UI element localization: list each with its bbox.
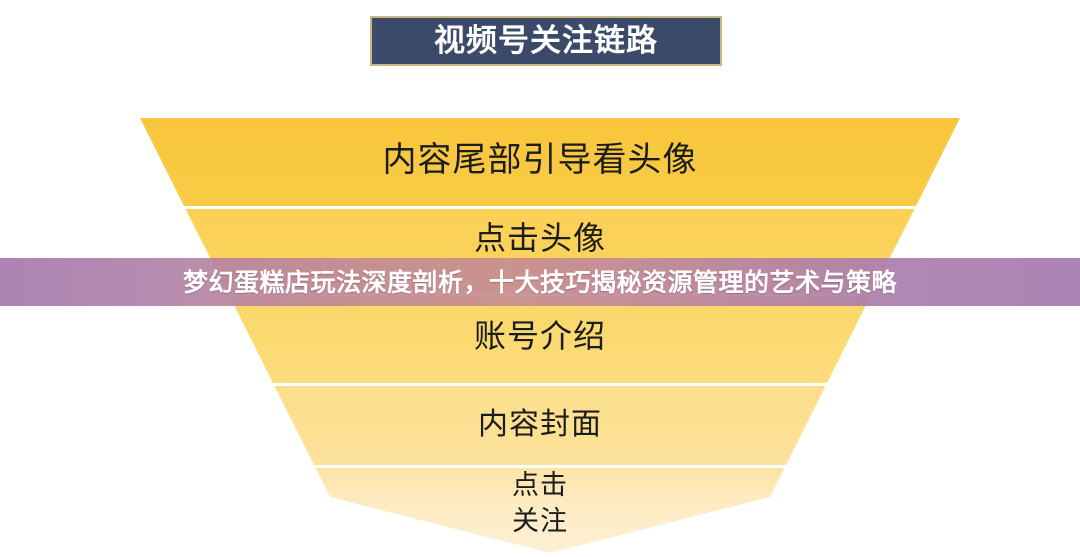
- overlay-banner: 梦幻蛋糕店玩法深度剖析，十大技巧揭秘资源管理的艺术与策略: [0, 258, 1080, 306]
- funnel-band-5: [315, 468, 785, 497]
- funnel-band-1: [140, 118, 960, 206]
- funnel-band-6: [330, 497, 770, 553]
- page-title: 视频号关注链路: [434, 22, 658, 59]
- title-plate: 视频号关注链路: [370, 16, 722, 66]
- funnel-band-4: [274, 386, 826, 465]
- overlay-banner-text: 梦幻蛋糕店玩法深度剖析，十大技巧揭秘资源管理的艺术与策略: [182, 267, 897, 297]
- funnel-band-3: [229, 296, 871, 383]
